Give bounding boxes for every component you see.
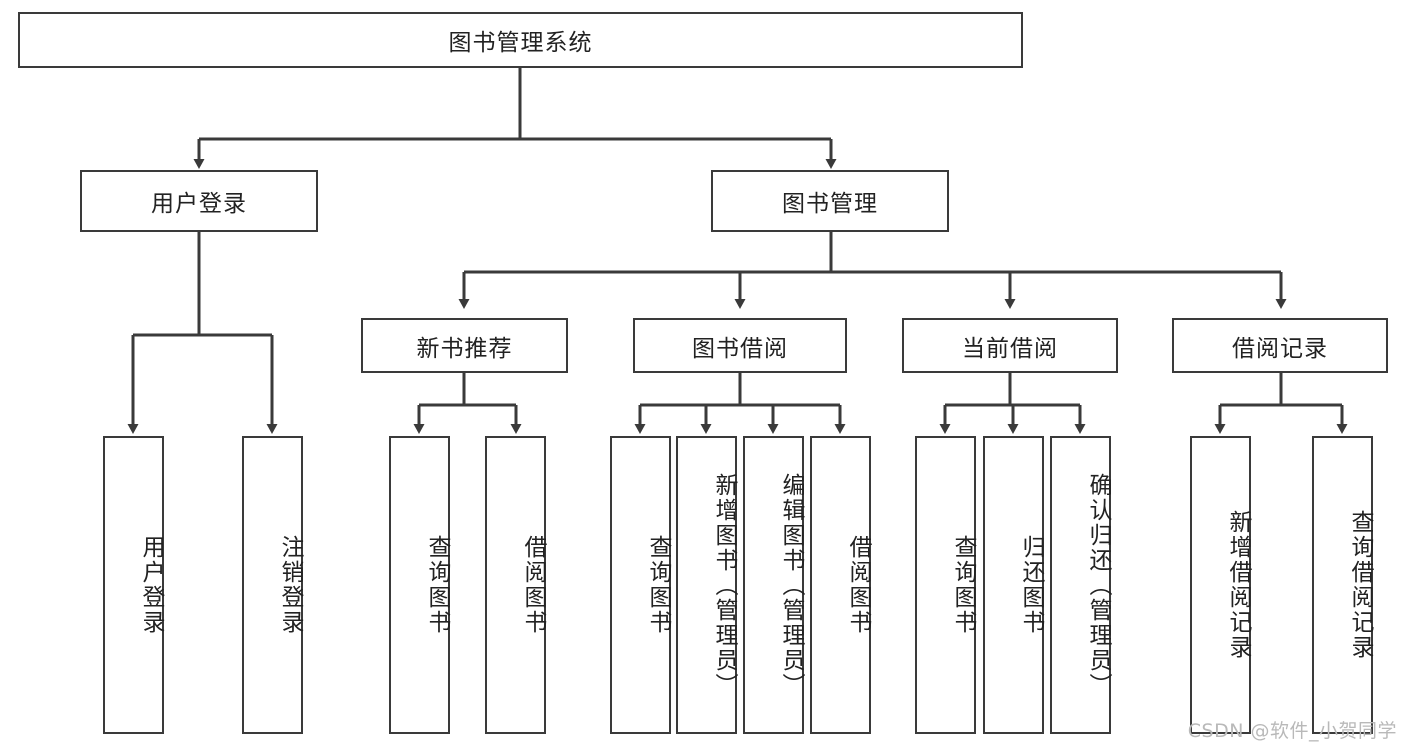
node-leaf-query-record[interactable]: 查询借阅记录 [1312,436,1373,734]
node-leaf-confirm-return[interactable]: 确认归还（管理员） [1050,436,1111,734]
node-leaf-query-book-1-label: 查询图书 [424,535,450,635]
node-root[interactable]: 图书管理系统 [18,12,1023,68]
node-leaf-edit-book-label: 编辑图书（管理员） [778,472,804,698]
node-leaf-borrow-book-1-label: 借阅图书 [520,535,546,635]
node-borrow-record-label: 借阅记录 [1232,335,1328,362]
node-new-book-recommend[interactable]: 新书推荐 [361,318,568,373]
node-leaf-confirm-return-label: 确认归还（管理员） [1085,472,1111,698]
node-leaf-add-record[interactable]: 新增借阅记录 [1190,436,1251,734]
node-user-login[interactable]: 用户登录 [80,170,318,232]
node-leaf-query-record-label: 查询借阅记录 [1347,510,1373,660]
node-leaf-query-book-3-label: 查询图书 [950,535,976,635]
node-leaf-logout-label: 注销登录 [277,535,303,635]
node-leaf-user-login[interactable]: 用户登录 [103,436,164,734]
node-user-login-label: 用户登录 [151,191,247,217]
node-leaf-add-record-label: 新增借阅记录 [1225,510,1251,660]
node-book-management-label: 图书管理 [782,191,878,217]
node-book-borrow[interactable]: 图书借阅 [633,318,847,373]
node-leaf-query-book-1[interactable]: 查询图书 [389,436,450,734]
node-current-borrow[interactable]: 当前借阅 [902,318,1118,373]
node-leaf-logout[interactable]: 注销登录 [242,436,303,734]
node-leaf-add-book-label: 新增图书（管理员） [711,472,737,698]
node-book-borrow-label: 图书借阅 [692,335,788,362]
node-root-label: 图书管理系统 [448,30,593,56]
node-leaf-query-book-3[interactable]: 查询图书 [915,436,976,734]
node-current-borrow-label: 当前借阅 [962,335,1058,362]
node-leaf-borrow-book-2[interactable]: 借阅图书 [810,436,871,734]
node-leaf-borrow-book-2-label: 借阅图书 [845,535,871,635]
node-leaf-return-book[interactable]: 归还图书 [983,436,1044,734]
node-leaf-user-login-label: 用户登录 [138,535,164,635]
node-leaf-return-book-label: 归还图书 [1018,535,1044,635]
node-new-book-recommend-label: 新书推荐 [416,335,513,362]
node-leaf-edit-book[interactable]: 编辑图书（管理员） [743,436,804,734]
node-leaf-query-book-2[interactable]: 查询图书 [610,436,671,734]
node-book-management[interactable]: 图书管理 [711,170,949,232]
node-leaf-borrow-book-1[interactable]: 借阅图书 [485,436,546,734]
node-leaf-add-book[interactable]: 新增图书（管理员） [676,436,737,734]
node-borrow-record[interactable]: 借阅记录 [1172,318,1388,373]
node-leaf-query-book-2-label: 查询图书 [645,535,671,635]
